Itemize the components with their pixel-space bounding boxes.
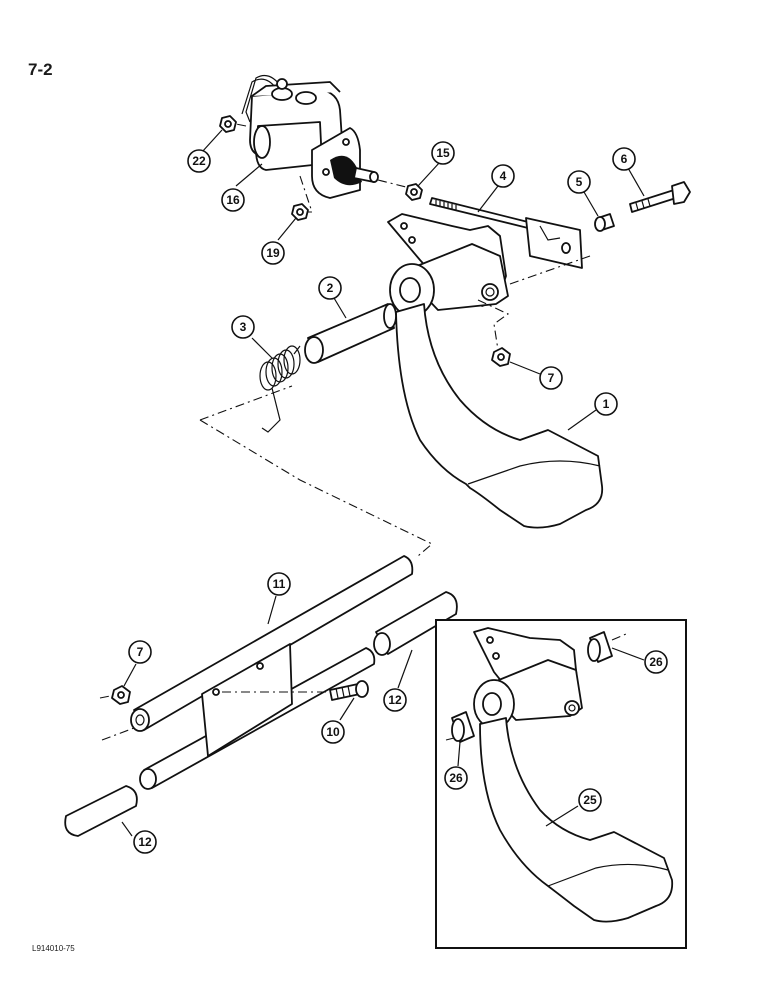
svg-text:22: 22: [192, 154, 206, 168]
svg-text:7: 7: [137, 645, 144, 659]
svg-text:2: 2: [327, 281, 334, 295]
callout-3: 3: [231, 315, 255, 339]
svg-text:16: 16: [226, 193, 240, 207]
svg-text:12: 12: [138, 835, 152, 849]
callout-5: 5: [567, 170, 591, 194]
sleeve-12-lower: [64, 785, 138, 837]
callout-22: 22: [187, 149, 211, 173]
svg-text:26: 26: [649, 655, 663, 669]
callout-16: 16: [221, 188, 245, 212]
callout-7-lower: 7: [128, 640, 152, 664]
callout-12-lower: 12: [133, 830, 157, 854]
svg-text:11: 11: [273, 577, 286, 591]
svg-text:3: 3: [240, 320, 247, 334]
assembly-line: [509, 255, 591, 285]
brake-pedal: [387, 213, 604, 529]
assembly-line: [199, 385, 293, 421]
callout-1: 1: [594, 392, 618, 416]
callout-4: 4: [491, 164, 515, 188]
nut-15: [405, 183, 423, 201]
master-cylinder: [235, 75, 411, 213]
callout-19: 19: [261, 241, 285, 265]
svg-text:5: 5: [576, 175, 583, 189]
svg-text:10: 10: [326, 725, 340, 739]
bushing-2: [304, 303, 397, 364]
svg-text:1: 1: [603, 397, 610, 411]
figure-code: L914010-75: [32, 944, 75, 953]
svg-text:19: 19: [266, 246, 280, 260]
pedal-shaft: [99, 555, 414, 790]
svg-text:26: 26: [449, 771, 463, 785]
callout-2: 2: [318, 276, 342, 300]
nut-19: [291, 203, 309, 221]
page-number: 7-2: [28, 60, 53, 79]
bushing-5: [594, 213, 615, 232]
svg-text:7: 7: [548, 371, 555, 385]
svg-text:6: 6: [621, 152, 628, 166]
callout-11: 11: [267, 572, 291, 596]
callout-15: 15: [431, 141, 455, 165]
sleeve-12-upper: [373, 591, 458, 656]
svg-text:25: 25: [583, 793, 597, 807]
callout-7-upper: 7: [539, 366, 563, 390]
callout-26-right: 26: [644, 650, 668, 674]
nut-7-lower: [111, 685, 131, 705]
assembly-line: [477, 299, 510, 351]
inset-alternate-pedal: [435, 619, 687, 949]
callout-6: 6: [612, 147, 636, 171]
callout-10: 10: [321, 720, 345, 744]
svg-text:4: 4: [500, 169, 507, 183]
callout-26-left: 26: [444, 766, 468, 790]
callout-12-upper: 12: [383, 688, 407, 712]
nut-7-upper: [491, 347, 511, 367]
svg-text:12: 12: [388, 693, 402, 707]
callout-25: 25: [578, 788, 602, 812]
push-rod: [429, 197, 583, 269]
bolt-6: [629, 181, 691, 213]
svg-text:15: 15: [436, 146, 450, 160]
assembly-line: [199, 419, 433, 557]
leader-lines: [121, 129, 645, 837]
nut-22: [219, 115, 237, 133]
return-spring: [259, 345, 301, 433]
bolt-10: [222, 680, 369, 701]
